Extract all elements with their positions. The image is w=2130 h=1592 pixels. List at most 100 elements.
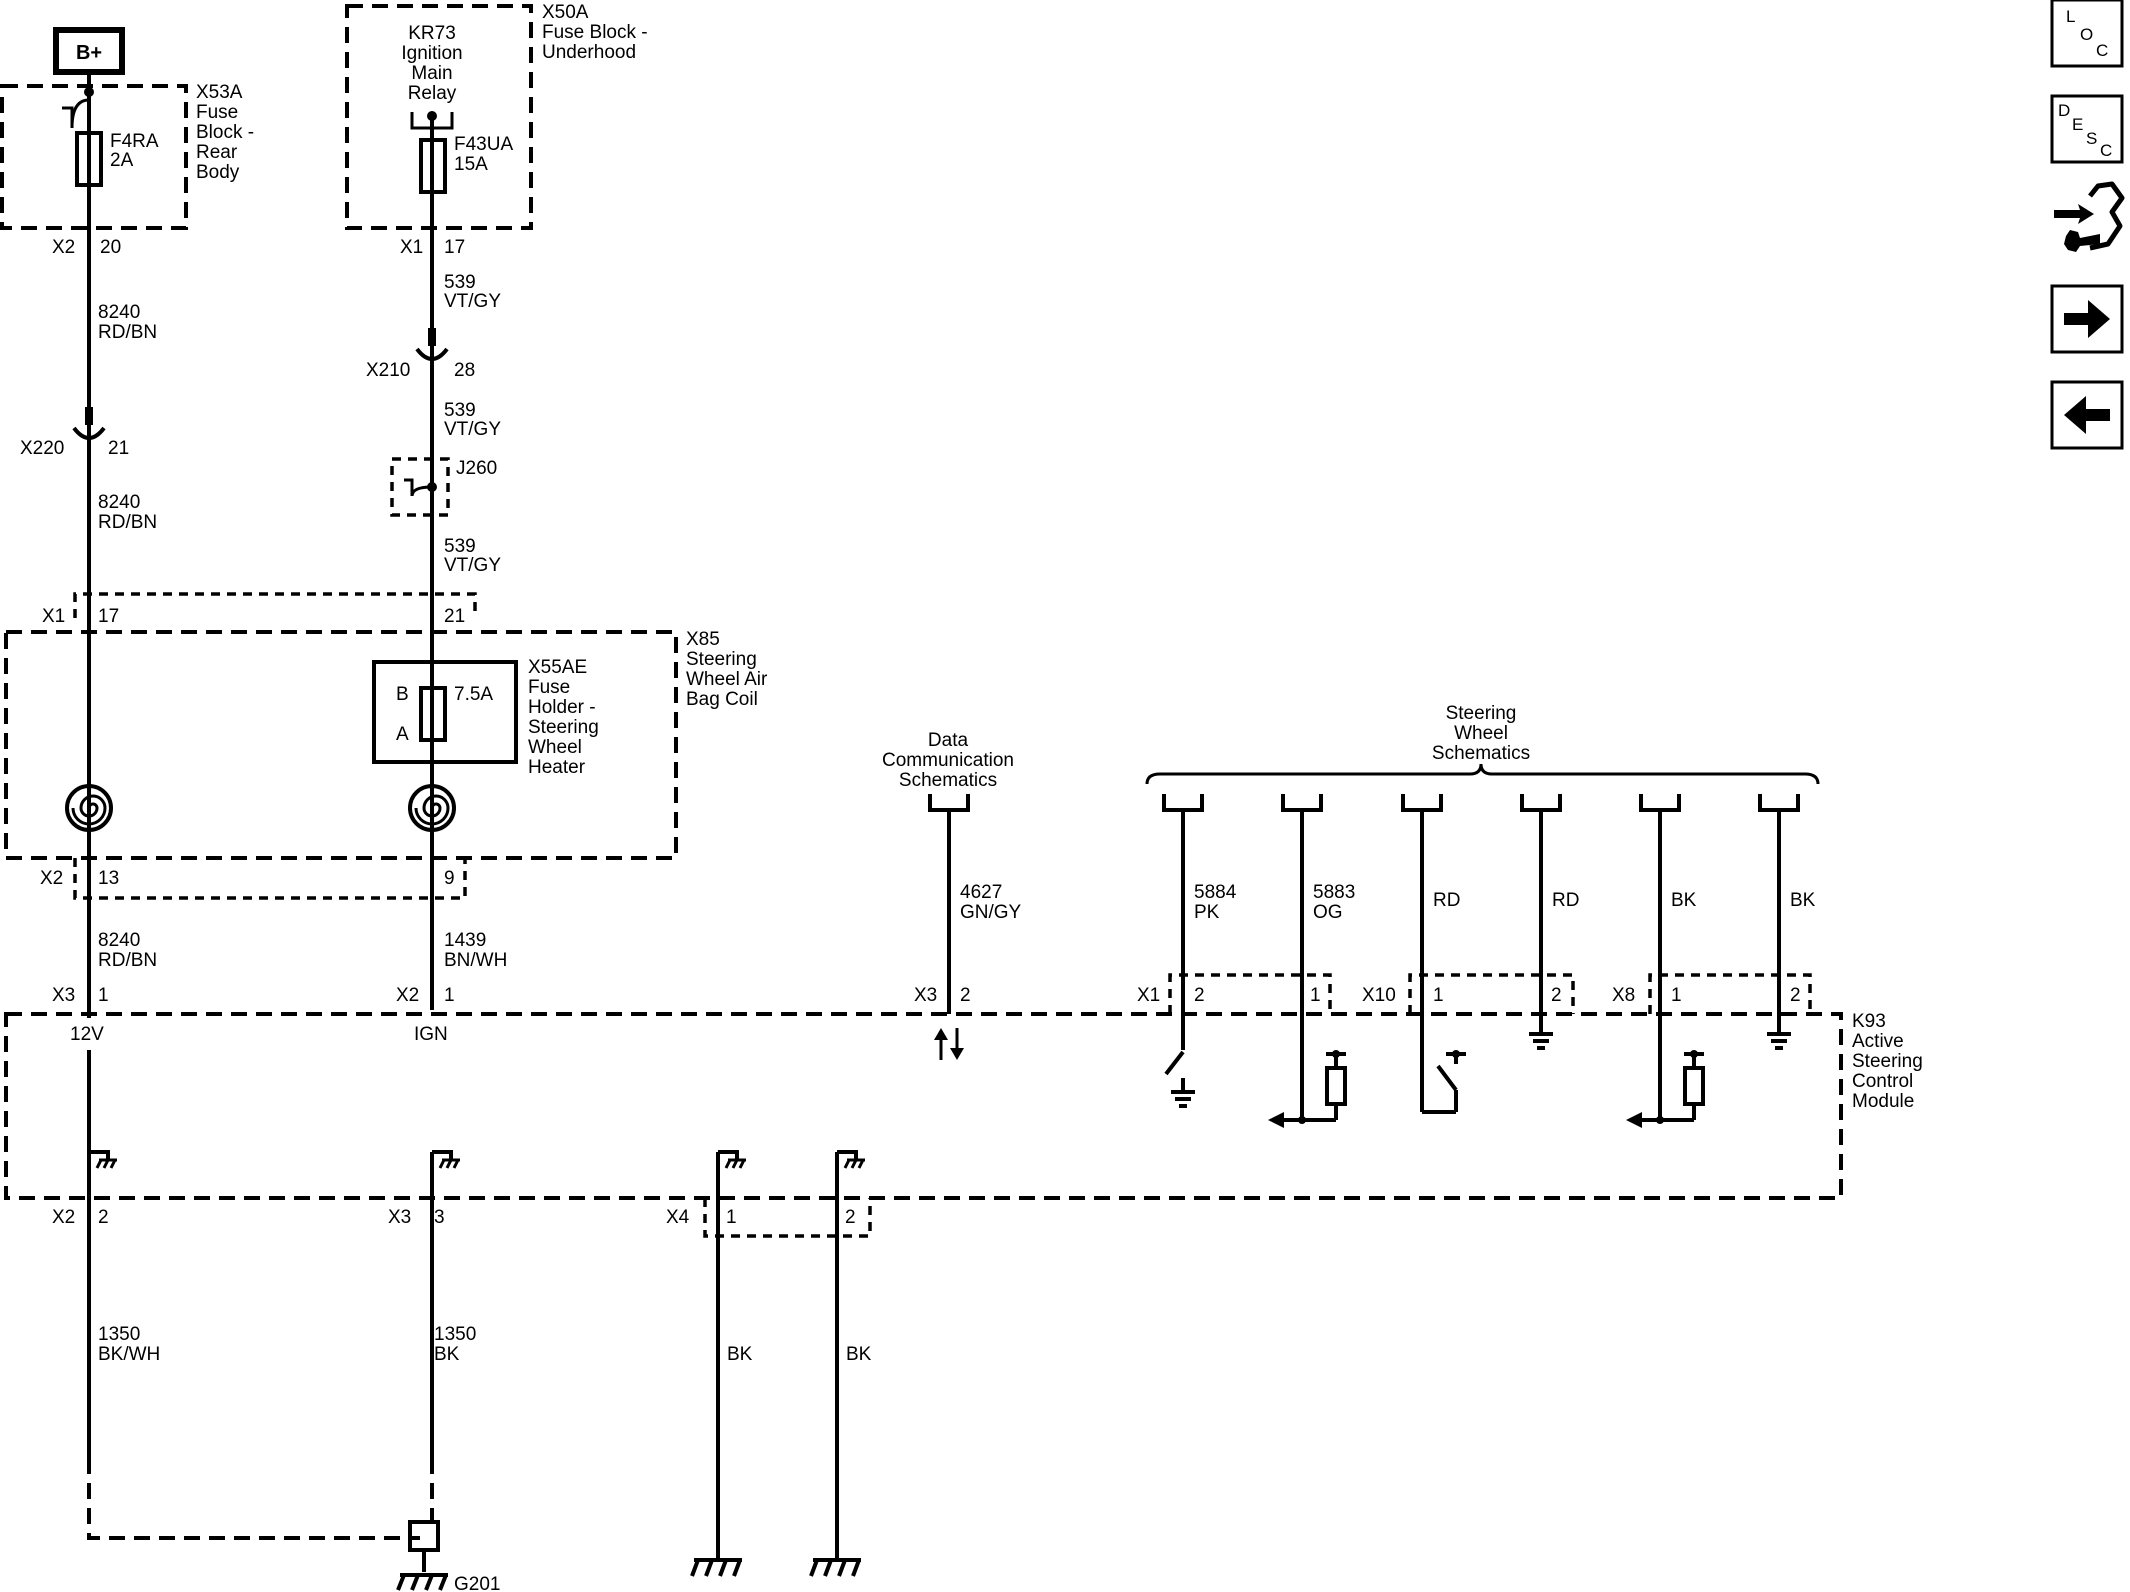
forward-arrow-button[interactable]: [2050, 284, 2124, 354]
module-x8-pin-2: 2: [1790, 985, 1801, 1006]
steering-wheel-feeds: 5884 PK 5883 OG RD RD BK BK: [1162, 794, 1816, 1014]
fuse-block-underhood-name-2: Fuse Block -: [542, 22, 648, 43]
wire-4627-color: GN/GY: [960, 902, 1022, 923]
module-x3-pin-3: 3: [434, 1207, 445, 1228]
data-communication-reference: Data Communication Schematics 4627 GN/GY…: [882, 730, 1022, 1060]
fuse-f43ua-symbol: [419, 138, 447, 194]
pullup-resistor-icon: [1626, 1014, 1705, 1128]
chassis-ground-icon: [837, 1150, 865, 1169]
loc-button-l: L: [2066, 7, 2075, 26]
coil-name-3: Wheel Air: [686, 669, 768, 690]
fuse-holder-name-4: Steering: [528, 717, 599, 738]
wire-8240-num-2: 8240: [98, 492, 140, 513]
desc-button-d: D: [2058, 101, 2070, 120]
wire-539-color-3: VT/GY: [444, 555, 501, 576]
wire-539-color-2: VT/GY: [444, 419, 501, 440]
module-top-connectors: X1 2 1 X10 1 2 X8 1 2: [1137, 973, 1812, 1014]
inline-connector-x210: X210 28: [366, 328, 475, 381]
fuse-block-rear-pin: 20: [100, 237, 121, 258]
module-name-2: Active: [1852, 1031, 1904, 1052]
fuse-holder-rating: 7.5A: [454, 684, 493, 705]
module-name-5: Module: [1852, 1091, 1914, 1112]
arrow-right-icon: [2064, 300, 2110, 338]
desc-button[interactable]: D E S C: [2050, 94, 2124, 164]
active-steering-control-module: K93 Active Steering Control Module X3 1 …: [4, 985, 1923, 1200]
ground-icon: [1529, 1014, 1553, 1050]
module-x4-conn: X4: [666, 1207, 690, 1228]
wire-1439-color: BN/WH: [444, 950, 507, 971]
fuse-block-rear-name-5: Body: [196, 162, 240, 183]
wire-5884-color: PK: [1194, 902, 1220, 923]
wire-539-num-1: 539: [444, 272, 476, 293]
fuse-f4ra-rating: 2A: [110, 150, 134, 171]
module-x2-pin-2: 2: [98, 1207, 109, 1228]
fuse-block-underhood-pin: 17: [444, 237, 465, 258]
ground-wires: 1350 BK/WH 1350 BK BK BK: [87, 1152, 872, 1572]
fuse-holder-name-5: Wheel: [528, 737, 582, 758]
module-x3-pin-1: 1: [98, 985, 109, 1006]
x220-pin: 21: [108, 438, 129, 459]
module-12v-label: 12V: [70, 1024, 104, 1045]
coil-name-4: Bag Coil: [686, 689, 758, 710]
wire-bk-2: BK: [1790, 890, 1816, 911]
coil-x2-pin-b: 9: [444, 868, 455, 889]
clock-spring-icon: [408, 784, 456, 832]
wire-5884-num: 5884: [1194, 882, 1237, 903]
fuse-block-rear-name-1: X53A: [196, 82, 243, 103]
data-comm-ref-3: Schematics: [899, 770, 997, 791]
bplus-label: B+: [76, 42, 102, 64]
wire-1350a-color: BK/WH: [98, 1344, 160, 1365]
chassis-ground-icon: [718, 1150, 746, 1169]
fuse-block-underhood-name-1: X50A: [542, 2, 589, 23]
loc-button[interactable]: L O C: [2050, 0, 2124, 68]
module-x1-pin-1: 1: [1310, 985, 1321, 1006]
coil-x2-conn: X2: [40, 868, 63, 889]
wire-1350b-color: BK: [434, 1344, 460, 1365]
fuse-7-5a-symbol: [419, 686, 447, 742]
module-x10-pin-1: 1: [1433, 985, 1444, 1006]
data-comm-ref-1: Data: [928, 730, 969, 751]
module-x10-pin-2: 2: [1551, 985, 1562, 1006]
loc-button-o: O: [2080, 25, 2093, 44]
coil-x2-pin-a: 13: [98, 868, 119, 889]
module-x8-pin-1: 1: [1671, 985, 1682, 1006]
module-x3-conn-gnd: X3: [388, 1207, 411, 1228]
module-name-1: K93: [1852, 1011, 1886, 1032]
fuse-block-rear-name-2: Fuse: [196, 102, 238, 123]
wire-rd-2: RD: [1552, 890, 1579, 911]
module-x1-pin-2: 2: [1194, 985, 1205, 1006]
chassis-ground-icon: [809, 1558, 861, 1577]
fuse-holder-x55ae: [372, 660, 518, 764]
wire-8240-color-3: RD/BN: [98, 950, 157, 971]
fuse-block-rear-name-3: Block -: [196, 122, 254, 143]
chassis-ground-icon: [432, 1150, 460, 1169]
fuse-holder-name-1: X55AE: [528, 657, 587, 678]
loc-button-c: C: [2096, 41, 2108, 60]
fuse-block-rear-body: F4RA 2A X53A Fuse Block - Rear Body X2 2…: [0, 82, 254, 258]
fuse-f43ua-name: F43UA: [454, 134, 513, 155]
j260-label: J260: [456, 458, 497, 479]
fuse-f43ua-rating: 15A: [454, 154, 488, 175]
module-x3-pin-2: 2: [960, 985, 971, 1006]
module-x4-pin-1: 1: [726, 1207, 737, 1228]
switch-to-ground-icon: [1164, 1014, 1195, 1108]
clock-spring-icon: [65, 784, 113, 832]
fuse-holder-pin-b: B: [396, 684, 409, 705]
steering-wheel-reference: Steering Wheel Schematics: [1145, 703, 1820, 785]
chassis-ground-icon: [89, 1150, 117, 1169]
wire-539-num-2: 539: [444, 400, 476, 421]
wire-bk-1: BK: [1671, 890, 1697, 911]
wire-5883-num: 5883: [1313, 882, 1355, 903]
wire-539-color-1: VT/GY: [444, 291, 501, 312]
steering-ref-1: Steering: [1446, 703, 1517, 724]
wire-bk-4: BK: [846, 1344, 872, 1365]
relay-kr73-2: Ignition: [401, 43, 462, 64]
fuse-f4ra-symbol: [75, 131, 103, 187]
connector-wrench-icon[interactable]: [2054, 181, 2125, 252]
back-arrow-button[interactable]: [2050, 380, 2124, 450]
ground-g201-icon: G201: [396, 1573, 500, 1592]
wire-5883-color: OG: [1313, 902, 1343, 923]
wire-rd-1: RD: [1433, 890, 1460, 911]
steering-ref-2: Wheel: [1454, 723, 1508, 744]
